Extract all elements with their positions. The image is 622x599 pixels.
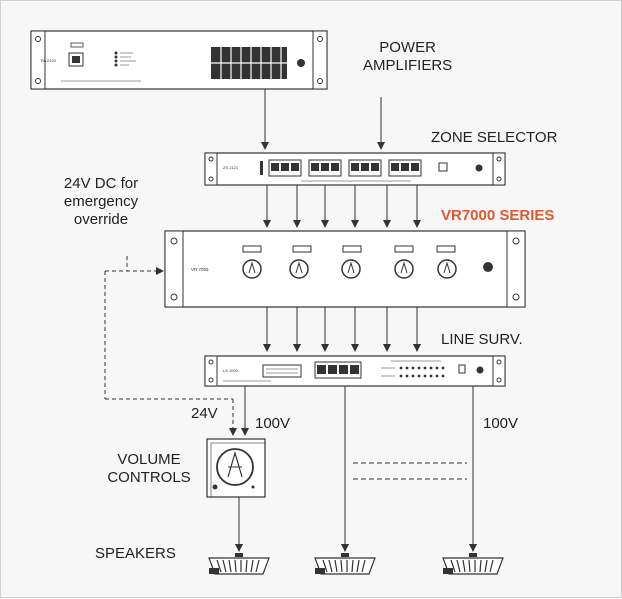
volume-control-device	[206, 438, 266, 498]
vr7000-matrix-device: VR 7055	[164, 230, 526, 308]
line-surv-model-text: LS 1000	[223, 368, 239, 373]
matrix-model-text: VR 7055	[191, 267, 209, 272]
amplifier-vent-grille	[211, 47, 287, 79]
volume-controls-line2: CONTROLS	[107, 469, 191, 486]
emergency-dc-dashed-line	[104, 256, 237, 436]
line-surv-ports	[314, 361, 362, 379]
zone-selector-label: ZONE SELECTOR	[431, 129, 558, 146]
matrix-knobs	[242, 245, 457, 279]
dc-note-line3: override	[73, 211, 129, 228]
zone-selector-device: ZS 2121	[204, 152, 506, 186]
power-amplifier-device: PA 2120	[30, 30, 328, 90]
line-surv-label: LINE SURV.	[441, 331, 523, 348]
power-amplifiers-label-line1: POWER	[379, 39, 436, 56]
speaker-2	[314, 553, 376, 575]
power-amplifiers-label: POWER AMPLIFIERS	[363, 39, 452, 75]
100v-left-label: 100V	[255, 415, 291, 432]
zone-to-matrix-arrows	[263, 185, 421, 228]
vr7000-series-title: VR7000 SERIES	[441, 207, 555, 224]
speaker-1	[208, 553, 270, 575]
power-amplifiers-label-line2: AMPLIFIERS	[363, 57, 453, 74]
volume-controls-label: VOLUME CONTROLS	[101, 451, 197, 487]
dc-note-line1: 24V DC for	[63, 175, 139, 192]
dc-note-line2: emergency	[63, 193, 139, 210]
amplifier-model-text: PA 2120	[41, 58, 57, 63]
emergency-dc-note: 24V DC for emergency override	[41, 175, 161, 229]
line-surv-leds	[381, 360, 445, 378]
24v-label: 24V	[191, 405, 218, 422]
zone-selector-ports	[268, 159, 422, 177]
100v-right-label: 100V	[483, 415, 519, 432]
volume-controls-line1: VOLUME	[117, 451, 181, 468]
speaker-3	[442, 553, 504, 575]
line-surveillance-device: LS 1000	[204, 355, 506, 387]
zone-selector-model-text: ZS 2121	[223, 165, 239, 170]
speakers-label: SPEAKERS	[95, 545, 176, 562]
matrix-to-linesurv-arrows	[263, 307, 421, 352]
